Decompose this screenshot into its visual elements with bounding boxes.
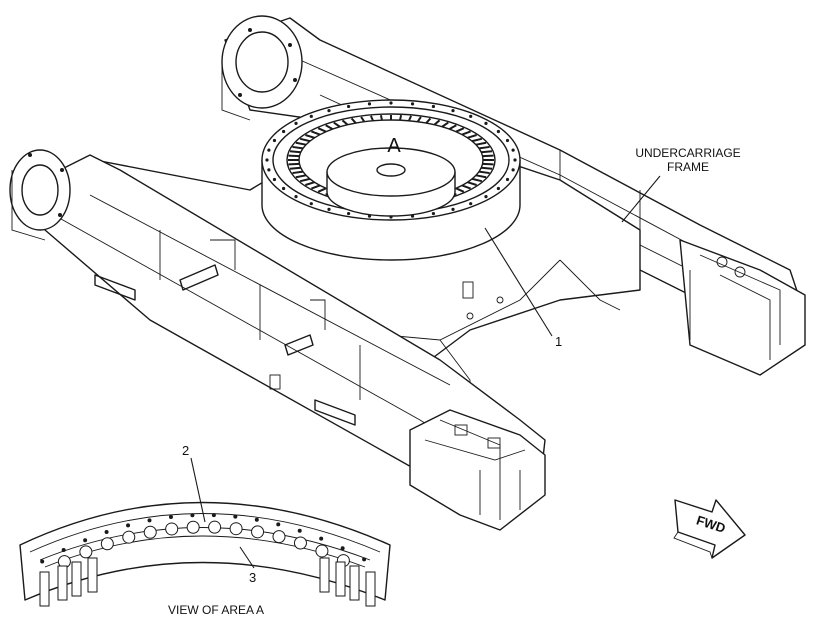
callout-3: 3 (249, 570, 256, 585)
front-end-bracket (409, 409, 546, 531)
detail-gear-teeth (39, 557, 376, 607)
rear-idler-boss (221, 15, 303, 121)
swing-bearing-assembly: A (261, 99, 521, 261)
callout-2: 2 (182, 443, 189, 458)
view-caption: VIEW OF AREA A (168, 603, 264, 617)
leader-1 (484, 227, 553, 337)
bearing-rollers (57, 520, 350, 569)
detail-bolt-holes (40, 513, 367, 564)
undercarriage-label-line2: FRAME (667, 160, 709, 174)
detail-view-area-a: VIEW OF AREA A (19, 501, 391, 617)
callout-1: 1 (555, 334, 562, 349)
area-a-label: A (387, 135, 401, 157)
undercarriage-frame (9, 15, 806, 531)
leader-2 (190, 457, 206, 523)
callouts: UNDERCARRIAGE FRAME 1 2 3 (182, 146, 741, 585)
leader-3 (239, 546, 255, 569)
undercarriage-label-line1: UNDERCARRIAGE (635, 146, 740, 160)
leader-undercarriage (621, 175, 661, 223)
forward-direction-arrow: FWD (673, 499, 746, 559)
bolt-holes (265, 101, 517, 219)
front-idler-boss (9, 149, 71, 241)
